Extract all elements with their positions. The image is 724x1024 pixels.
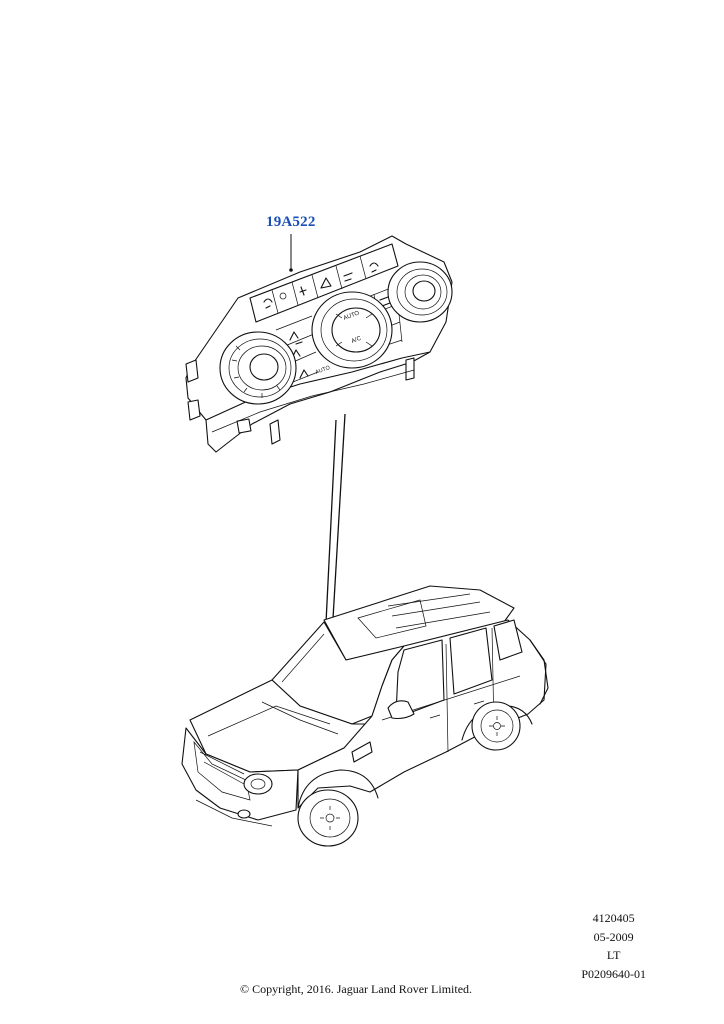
diagram-side: LT	[606, 948, 621, 962]
center-fan-knob[interactable]	[311, 291, 393, 369]
right-temperature-knob[interactable]	[387, 261, 453, 323]
panel-label-auto-left: AUTO	[315, 365, 332, 376]
left-temperature-knob[interactable]	[219, 331, 297, 405]
callout-leader-dot	[289, 268, 293, 272]
diagram-date: 05-2009	[593, 929, 634, 944]
panel-label-ac: A/C	[351, 336, 363, 345]
front-wheel	[297, 789, 359, 847]
vehicle-illustration	[181, 585, 549, 847]
diagram-code: 4120405	[592, 911, 635, 925]
diagram-ref: P0209640-01	[581, 966, 646, 981]
rear-wheel	[471, 701, 521, 751]
part-callout-19A522[interactable]: 19A522	[266, 214, 316, 230]
copyright-notice: © Copyright, 2016. Jaguar Land Rover Lim…	[239, 982, 473, 996]
diagram-metadata: 4120405 05-2009 LT P0209640-01	[581, 909, 646, 983]
climate-control-panel: AUTO A/C AUTO	[185, 235, 453, 453]
panel-label-auto-center: AUTO	[343, 310, 361, 321]
